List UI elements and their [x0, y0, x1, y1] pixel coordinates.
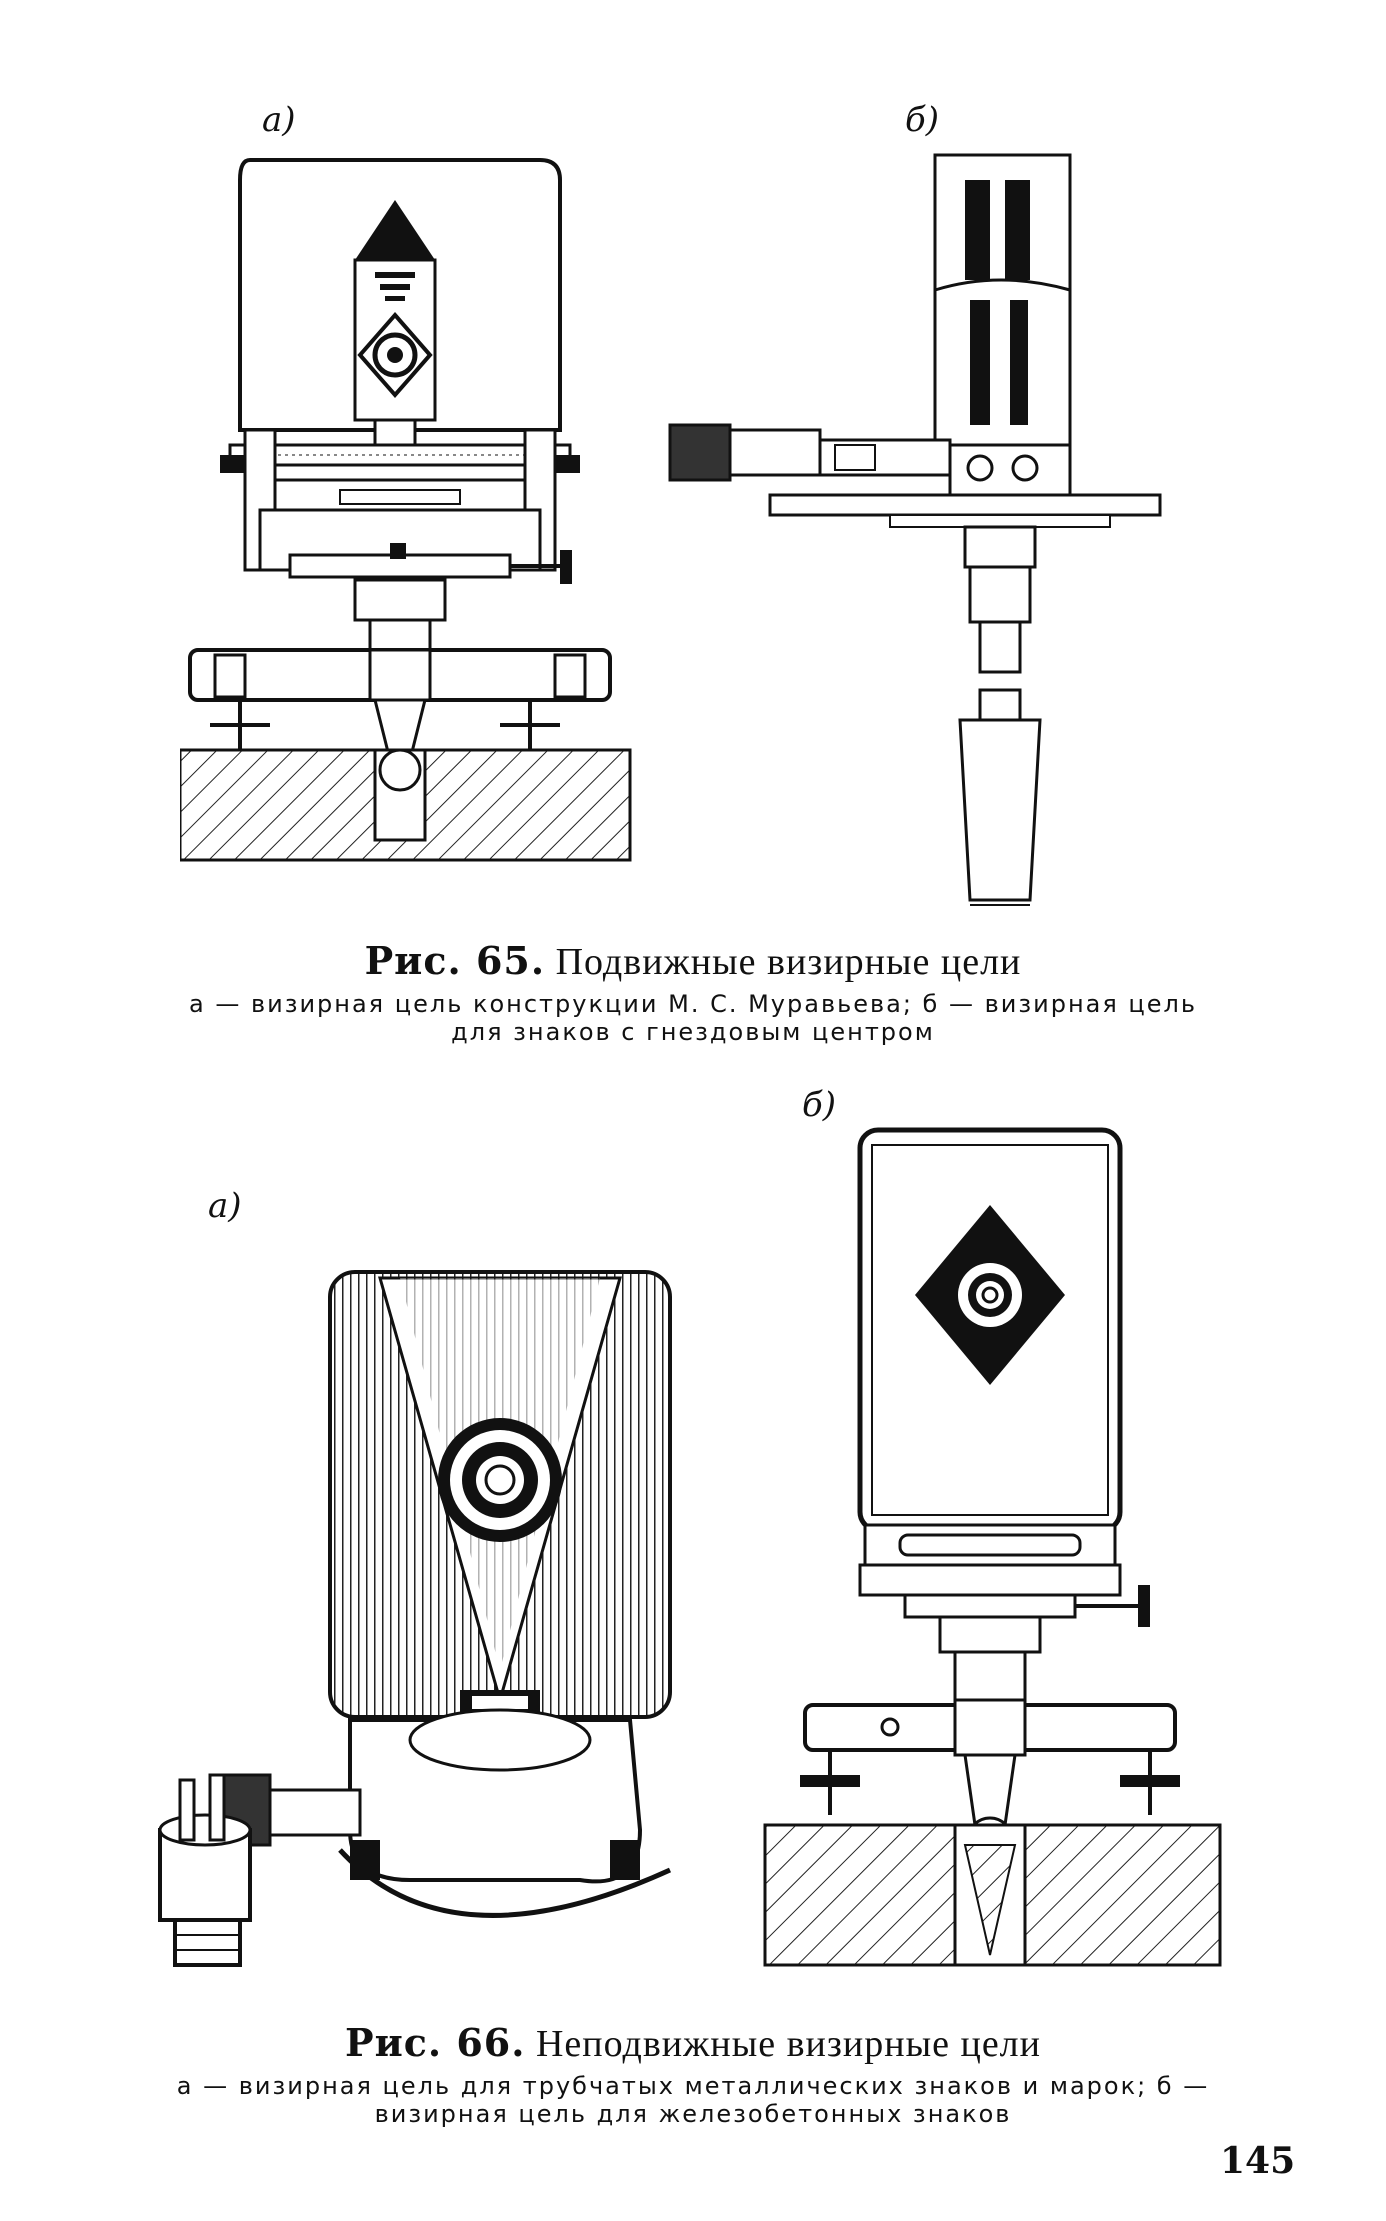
fig65-caption: Рис. 65. Подвижные визирные цели а — виз…: [0, 938, 1386, 1046]
fig65-caption-description: а — визирная цель конструкции М. С. Мура…: [0, 990, 1386, 1046]
fig65-caption-line2: для знаков с гнездовым центром: [451, 1018, 935, 1046]
fig66b-concrete-mark-target-illustration: [763, 1127, 1222, 1967]
fig66-label-a: а): [208, 1186, 242, 1226]
page-number: 145: [1220, 2140, 1296, 2182]
fig65a-muravyov-target-illustration: [180, 158, 632, 862]
fig65-caption-title-line: Рис. 65. Подвижные визирные цели: [0, 938, 1386, 984]
fig66-caption: Рис. 66. Неподвижные визирные цели а — в…: [0, 2020, 1386, 2128]
fig65-label-b: б): [905, 100, 940, 140]
fig66-caption-title-line: Рис. 66. Неподвижные визирные цели: [0, 2020, 1386, 2066]
fig66a-tubular-mark-target-illustration: [158, 1270, 672, 1967]
fig65-caption-title: Подвижные визирные цели: [555, 941, 1022, 983]
fig65-caption-line1: а — визирная цель конструкции М. С. Мура…: [188, 990, 1198, 1018]
fig66-label-b: б): [802, 1085, 837, 1125]
fig66-caption-title: Неподвижные визирные цели: [535, 2023, 1041, 2065]
fig65-caption-number: Рис. 65.: [364, 938, 546, 983]
fig66-caption-description: а — визирная цель для трубчатых металлич…: [0, 2072, 1386, 2128]
fig66-caption-line2: визирная цель для железобетонных знаков: [374, 2100, 1012, 2128]
fig65b-nest-centre-target-illustration: [668, 153, 1162, 906]
fig66-caption-line1: а — визирная цель для трубчатых металлич…: [176, 2072, 1210, 2100]
fig65-label-a: а): [262, 100, 296, 140]
fig66-caption-number: Рис. 66.: [345, 2020, 526, 2065]
